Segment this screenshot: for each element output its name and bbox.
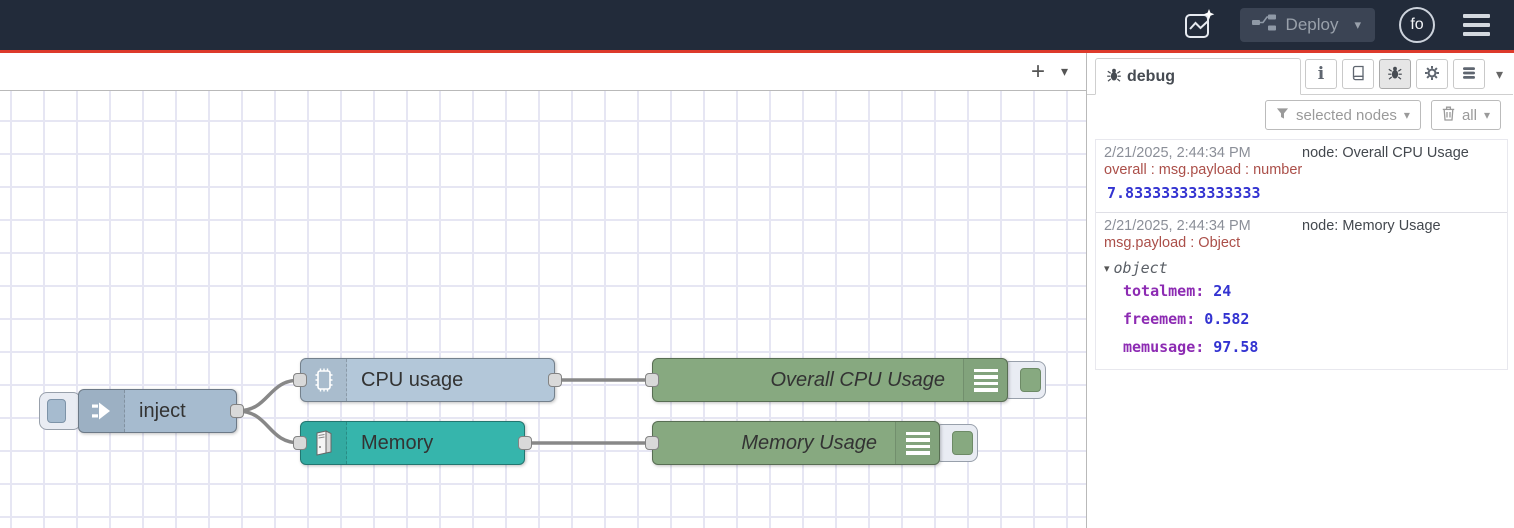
computer-tower-icon <box>301 422 347 464</box>
chevron-down-icon: ▾ <box>1060 63 1068 79</box>
info-icon: i <box>1317 63 1325 84</box>
node-label: Overall CPU Usage <box>770 369 945 391</box>
wires-layer <box>236 378 652 445</box>
node-label: inject <box>139 400 186 422</box>
node-cpu-usage[interactable]: CPU usage <box>300 358 555 402</box>
ai-assistant-button[interactable] <box>1182 7 1216 44</box>
object-type-label: object <box>1113 259 1168 277</box>
object-collapse-caret[interactable]: ▾ <box>1104 262 1110 275</box>
book-icon <box>1350 65 1366 84</box>
debug-toolbar: selected nodes ▾ all ▾ <box>1087 95 1513 139</box>
database-icon <box>1461 65 1477 84</box>
deploy-label: Deploy <box>1285 15 1339 34</box>
bug-icon <box>1106 67 1122 86</box>
debug-message[interactable]: 2/21/2025, 2:44:34 PM node: Memory Usage… <box>1096 213 1507 369</box>
chevron-down-icon: ▾ <box>1495 65 1503 82</box>
node-label: Memory Usage <box>741 432 877 454</box>
debug-sidebar: debug i <box>1087 53 1513 528</box>
debug-message[interactable]: 2/21/2025, 2:44:34 PM node: Overall CPU … <box>1096 140 1507 213</box>
main-menu-button[interactable] <box>1459 10 1494 40</box>
port-input[interactable] <box>293 436 307 450</box>
port-output[interactable] <box>518 436 532 450</box>
deploy-button[interactable]: Deploy <box>1251 14 1347 36</box>
clear-label: all <box>1461 106 1477 124</box>
message-meta: overall : msg.payload : number <box>1104 162 1303 178</box>
node-debug-memory[interactable]: Memory Usage <box>652 421 940 465</box>
message-timestamp: 2/21/2025, 2:44:34 PM <box>1104 218 1251 234</box>
inject-trigger-button[interactable] <box>39 392 81 430</box>
add-flow-button[interactable]: + <box>1030 57 1045 85</box>
deploy-options-caret[interactable]: ▾ <box>1346 17 1369 33</box>
object-property: memusage: 97.58 <box>1104 333 1499 361</box>
filter-label: selected nodes <box>1296 106 1397 124</box>
cpu-chip-icon <box>301 359 347 401</box>
chevron-down-icon: ▾ <box>1483 108 1490 122</box>
property-key: freemem: <box>1123 310 1196 328</box>
user-avatar[interactable]: fo <box>1399 7 1435 43</box>
message-source-node: node: Memory Usage <box>1302 218 1441 234</box>
avatar-initials: fo <box>1410 16 1424 33</box>
port-output[interactable] <box>230 404 244 418</box>
object-property: freemem: 0.582 <box>1104 305 1499 333</box>
help-tab-button[interactable] <box>1341 59 1374 89</box>
property-value: 24 <box>1213 282 1232 300</box>
debug-lines-icon <box>895 422 939 464</box>
debug-lines-icon <box>963 359 1007 401</box>
node-label: Memory <box>361 432 434 454</box>
node-debug-overall-cpu[interactable]: Overall CPU Usage <box>652 358 1008 402</box>
property-key: memusage: <box>1123 338 1205 356</box>
clear-messages-button[interactable]: all ▾ <box>1430 100 1501 130</box>
sidebar-tabrow: debug i <box>1087 53 1513 95</box>
debug-toggle-button[interactable] <box>934 424 978 462</box>
message-timestamp: 2/21/2025, 2:44:34 PM <box>1104 145 1251 161</box>
tab-debug[interactable]: debug <box>1095 58 1301 95</box>
header: Deploy ▾ fo <box>0 0 1514 50</box>
message-value: 7.833333333333333 <box>1107 184 1261 202</box>
property-value: 97.58 <box>1213 338 1259 356</box>
port-input[interactable] <box>645 373 659 387</box>
hamburger-icon <box>1463 14 1490 18</box>
flow-canvas[interactable]: inject <box>0 91 1086 528</box>
debug-tab-button[interactable] <box>1378 59 1411 89</box>
info-tab-button[interactable]: i <box>1304 59 1337 89</box>
port-input[interactable] <box>293 373 307 387</box>
debug-message-list: 2/21/2025, 2:44:34 PM node: Overall CPU … <box>1095 139 1508 370</box>
workspace: + ▾ <box>0 53 1087 528</box>
context-data-tab-button[interactable] <box>1452 59 1485 89</box>
object-property: totalmem: 24 <box>1104 277 1499 305</box>
tab-label: debug <box>1127 67 1175 85</box>
property-value: 0.582 <box>1204 310 1250 328</box>
flow-list-caret[interactable]: ▾ <box>1061 63 1068 80</box>
sidebar-options-caret[interactable]: ▾ <box>1496 66 1503 83</box>
flow-tabbar: + ▾ <box>0 53 1086 91</box>
message-meta: msg.payload : Object <box>1104 235 1241 251</box>
chart-sparkle-icon <box>1182 7 1216 44</box>
port-output[interactable] <box>548 373 562 387</box>
debug-toggle-button[interactable] <box>1002 361 1046 399</box>
node-label: CPU usage <box>361 369 464 391</box>
bug-icon <box>1387 65 1403 84</box>
port-input[interactable] <box>645 436 659 450</box>
sidebar-tab-icons: i <box>1301 59 1503 89</box>
wire[interactable] <box>236 409 301 445</box>
header-accent-bar <box>0 50 1514 53</box>
deploy-button-group: Deploy ▾ <box>1239 8 1375 42</box>
property-key: totalmem: <box>1123 282 1205 300</box>
chevron-down-icon: ▾ <box>1354 17 1361 32</box>
inject-arrow-icon <box>79 390 125 432</box>
funnel-icon <box>1276 107 1289 124</box>
trash-icon <box>1442 106 1455 125</box>
gear-icon <box>1424 65 1440 84</box>
node-memory[interactable]: Memory <box>300 421 525 465</box>
node-inject[interactable]: inject <box>78 389 237 433</box>
filter-nodes-button[interactable]: selected nodes ▾ <box>1265 100 1421 130</box>
message-source-node: node: Overall CPU Usage <box>1302 145 1469 161</box>
wire[interactable] <box>236 378 301 413</box>
deploy-icon <box>1251 14 1276 36</box>
config-nodes-tab-button[interactable] <box>1415 59 1448 89</box>
chevron-down-icon: ▾ <box>1403 108 1410 122</box>
